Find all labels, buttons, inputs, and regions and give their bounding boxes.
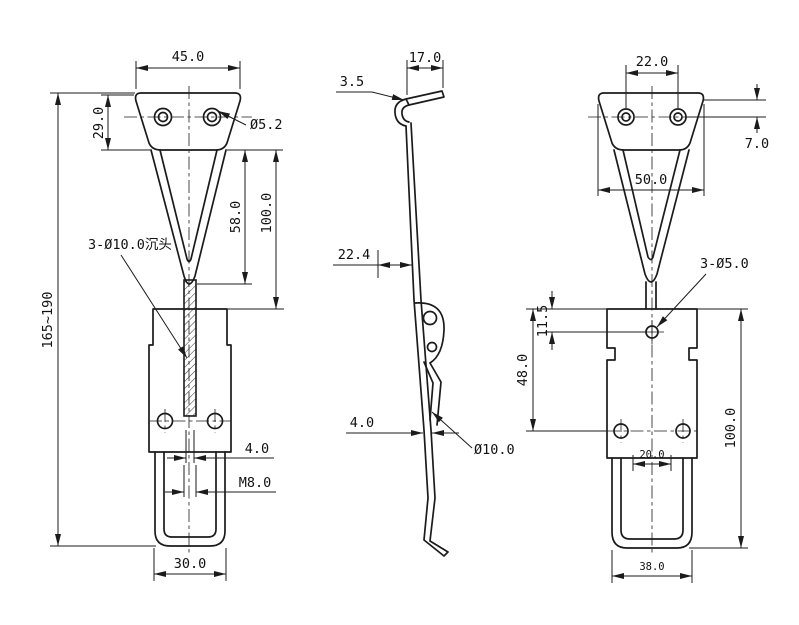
mounting-hole — [617, 108, 635, 126]
dim-front-top-width: 45.0 — [135, 49, 241, 89]
dim-label: 50.0 — [635, 172, 668, 188]
dim-back-body-hole-span: 48.0 — [515, 309, 607, 432]
front-view: 45.0 29.0 Ø5.2 58.0 100.0 3-Ø10.0沉头 — [40, 49, 284, 581]
leader-line — [120, 254, 188, 359]
dim-label: 58.0 — [228, 201, 244, 234]
extension-line — [135, 61, 241, 89]
dim-label: 30.0 — [174, 556, 207, 572]
dim-front-bail-width: 30.0 — [153, 548, 227, 581]
body-hole — [675, 423, 691, 439]
dim-back-body-length: 100.0 — [689, 308, 748, 549]
extension-line — [597, 104, 705, 196]
note-countersunk-holes: 3-Ø10.0沉头 — [88, 237, 188, 359]
dim-label: 165~190 — [40, 292, 56, 349]
dim-front-slot-width: 4.0 — [167, 430, 274, 463]
side-lever-arm — [405, 122, 449, 557]
dim-back-hole-spacing: 22.0 — [625, 54, 679, 108]
dim-label: 22.0 — [636, 54, 669, 70]
dim-label: M8.0 — [239, 475, 272, 491]
body-hole — [613, 423, 629, 439]
dim-label: 11.5 — [535, 305, 551, 338]
front-bottom-bail — [154, 451, 226, 547]
note-back-mount-holes: 3-Ø5.0 — [656, 256, 749, 328]
back-view: 22.0 7.0 50.0 3-Ø5.0 11.5 48.0 — [515, 54, 769, 583]
mounting-hole — [153, 107, 173, 127]
leader-line — [217, 110, 247, 126]
extension-line — [526, 308, 646, 333]
leader-line — [431, 411, 473, 449]
front-bail-wire — [150, 149, 227, 285]
dim-back-bail-inner-width: 20.0 — [632, 449, 672, 471]
dim-label: 100.0 — [259, 193, 275, 234]
mounting-hole — [621, 112, 631, 122]
dim-side-lever-offset: 22.4 — [333, 247, 412, 278]
front-mounting-plate — [134, 92, 242, 151]
note-label: 3-Ø5.0 — [700, 256, 749, 272]
body-hole — [206, 412, 224, 430]
dim-side-wire-dia: Ø10.0 — [431, 411, 515, 458]
pivot-hole — [422, 310, 438, 326]
dim-label: 7.0 — [745, 136, 769, 152]
dim-front-top-hole: Ø5.2 — [217, 110, 283, 133]
pivot-pin — [426, 341, 438, 353]
dim-label: 29.0 — [91, 107, 107, 140]
dim-label: Ø5.2 — [250, 117, 283, 133]
side-handle — [414, 302, 445, 426]
dim-side-tab-width: 17.0 — [406, 50, 444, 95]
dim-back-hole-edge-offset: 7.0 — [686, 84, 769, 152]
dim-label: 38.0 — [639, 561, 664, 573]
back-mounting-plate — [597, 92, 705, 151]
dim-label: Ø10.0 — [474, 442, 515, 458]
dim-label: 45.0 — [172, 49, 205, 65]
dim-label: 3.5 — [340, 74, 364, 90]
dim-label: 22.4 — [338, 247, 371, 263]
back-rod — [645, 281, 657, 310]
body-hole — [156, 412, 174, 430]
dim-front-overall-length: 165~190 — [40, 92, 156, 547]
front-latch-body — [148, 308, 232, 453]
note-label: 3-Ø10.0沉头 — [88, 237, 172, 253]
threaded-rod — [183, 279, 197, 417]
dim-side-lever-thickness: 4.0 — [346, 415, 459, 436]
dim-label: 100.0 — [723, 408, 739, 449]
dim-side-plate-thickness: 3.5 — [336, 74, 405, 101]
dim-front-plate-height: 29.0 — [91, 94, 150, 151]
extension-line — [185, 430, 195, 463]
extension-line — [686, 99, 766, 118]
dim-front-upper-length: 100.0 — [227, 150, 284, 310]
leader-line — [656, 273, 707, 328]
dim-back-bail-outer-width: 38.0 — [611, 550, 693, 583]
dim-label: 48.0 — [515, 354, 531, 387]
mounting-hole — [206, 111, 218, 123]
extension-line — [50, 92, 156, 547]
dim-label: 4.0 — [350, 415, 374, 431]
dim-label: 17.0 — [409, 50, 442, 66]
dim-label: 20.0 — [639, 449, 664, 461]
back-latch-body — [606, 308, 698, 459]
mounting-hole — [673, 112, 683, 122]
back-bottom-bail — [611, 457, 693, 549]
mounting-hole — [157, 111, 169, 123]
dim-back-hole-top-offset: 11.5 — [526, 291, 646, 350]
leader-line — [371, 91, 405, 101]
dim-back-plate-width: 50.0 — [597, 104, 705, 196]
dim-label: 4.0 — [245, 441, 269, 457]
side-view: 3.5 17.0 22.4 4.0 Ø10.0 — [333, 50, 515, 557]
dim-front-thread: M8.0 — [165, 465, 276, 497]
back-bail-wire — [613, 149, 690, 283]
extension-line — [183, 465, 197, 497]
side-plate-tab — [394, 90, 445, 127]
